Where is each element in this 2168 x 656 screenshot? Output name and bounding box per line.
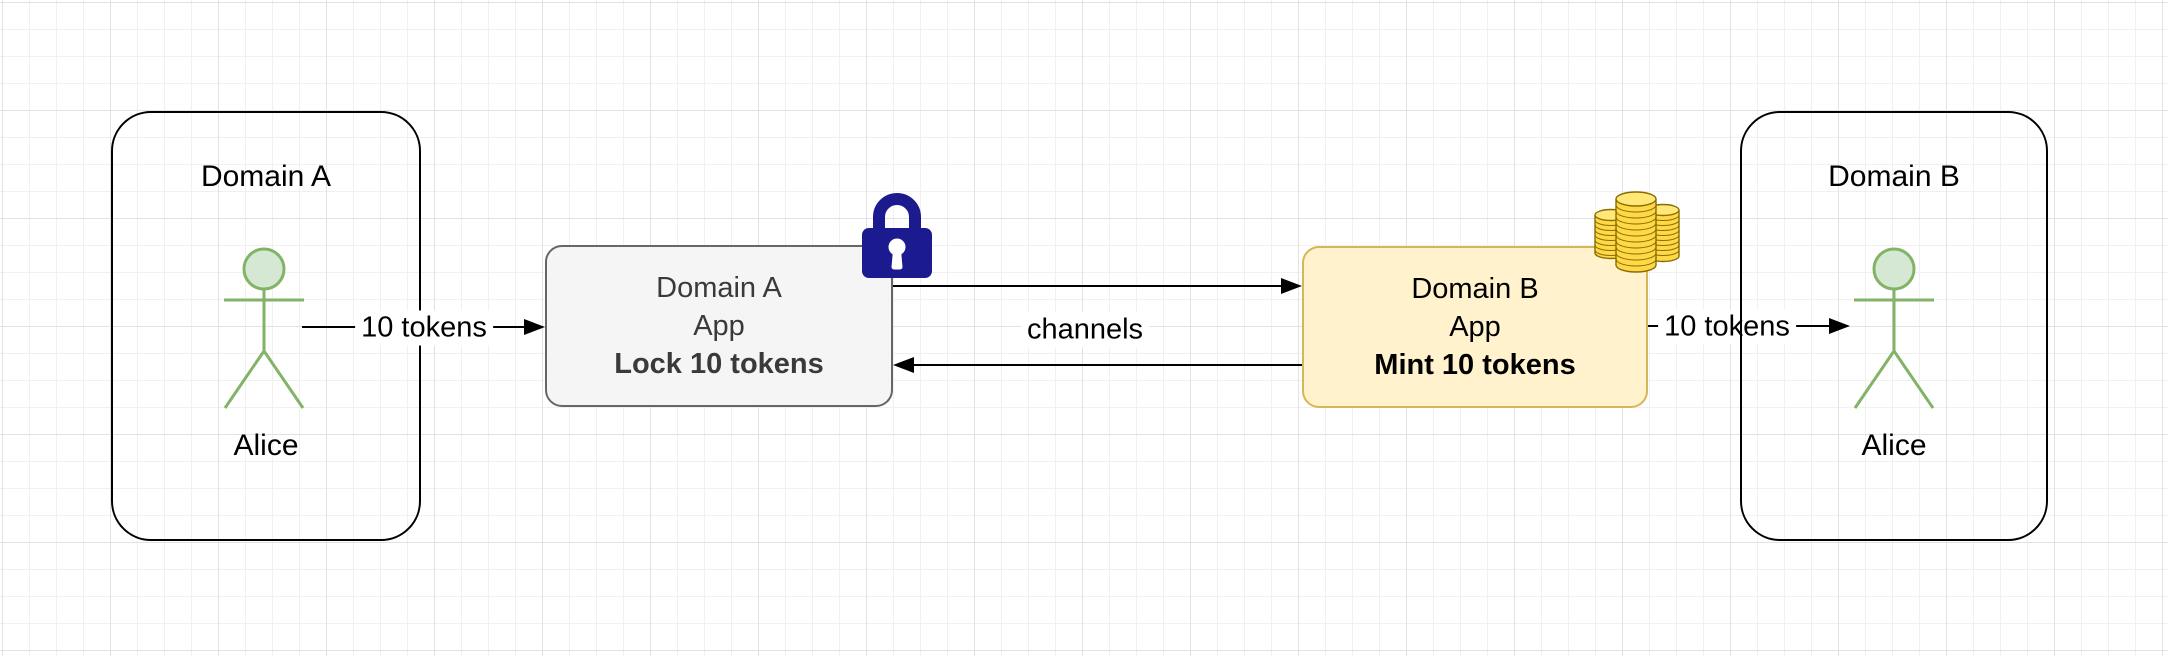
app-b-line1: Domain B [1411, 273, 1539, 305]
domain-a-title: Domain A [200, 160, 332, 193]
stick-figure-icon [1853, 247, 1935, 409]
channels-label: channels [1020, 312, 1150, 348]
edge-channel-bottom [911, 364, 1648, 366]
domain-b-title: Domain B [1828, 160, 1960, 193]
arrowhead-right-icon [1281, 278, 1302, 294]
app-a-line3: Lock 10 tokens [614, 348, 824, 380]
app-b-line3: Mint 10 tokens [1374, 349, 1576, 381]
arrowhead-right-icon [1829, 318, 1850, 334]
tokens-left-label: 10 tokens [355, 310, 493, 346]
arrowhead-left-icon [893, 357, 914, 373]
edge-channel-top [893, 285, 1284, 287]
coins-icon [1594, 191, 1680, 273]
actor-b-label: Alice [1861, 429, 1927, 462]
stick-figure-icon [223, 247, 305, 409]
actor-a-label: Alice [233, 429, 299, 462]
app-a-line1: Domain A [656, 272, 782, 304]
app-a-box: Domain A App Lock 10 tokens [545, 245, 893, 407]
domain-b-container [1740, 111, 2048, 541]
tokens-right-label: 10 tokens [1658, 309, 1796, 345]
arrowhead-right-icon [524, 319, 545, 335]
app-b-box: Domain B App Mint 10 tokens [1302, 246, 1648, 408]
app-a-line2: App [693, 310, 745, 342]
app-b-line2: App [1449, 311, 1501, 343]
lock-icon [862, 193, 932, 278]
